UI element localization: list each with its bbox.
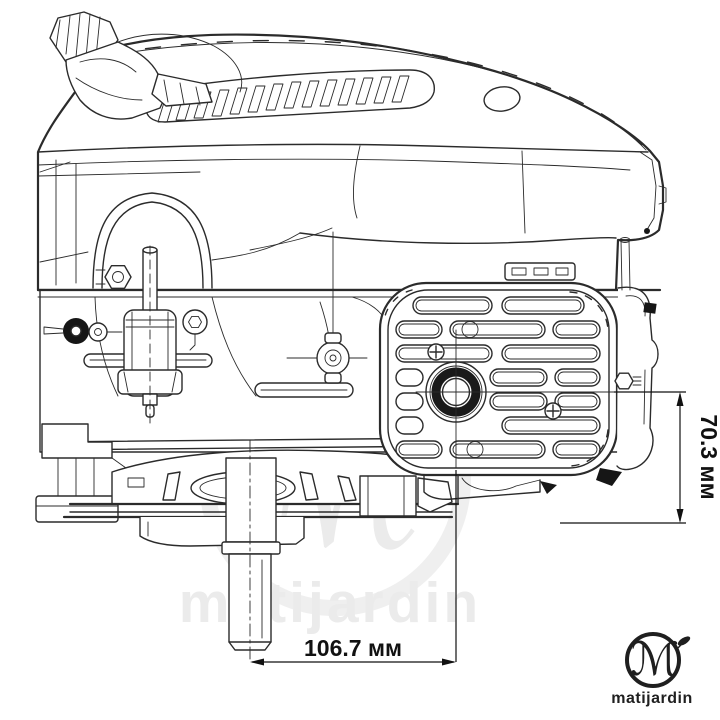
muffler-guard bbox=[378, 281, 619, 500]
corner-hatch bbox=[569, 291, 609, 331]
dimension-width-label: 106.7 мм bbox=[304, 635, 402, 661]
crankshaft bbox=[221, 439, 281, 661]
brand-logo: ℳ matijardin bbox=[611, 632, 692, 707]
engine-drawing bbox=[35, 11, 667, 661]
dimension-height: 70.3 мм bbox=[560, 391, 720, 524]
phillips-screw-2 bbox=[544, 402, 562, 420]
exhaust-outlet-boss bbox=[415, 329, 615, 469]
dimension-height-label: 70.3 мм bbox=[696, 414, 720, 499]
fuel-pump bbox=[117, 245, 183, 429]
top-bracket bbox=[504, 262, 576, 281]
phillips-screw bbox=[427, 343, 445, 361]
spark-plug-boot bbox=[49, 11, 243, 120]
hex-bolt bbox=[95, 265, 132, 289]
dimension-width: 106.7 мм bbox=[250, 470, 457, 666]
watermark-text: matijardin bbox=[179, 571, 481, 635]
engine-shroud-arch bbox=[92, 192, 213, 289]
logo-leaf-stem bbox=[675, 639, 686, 651]
starter-oval bbox=[483, 86, 521, 112]
right-bracket bbox=[504, 237, 659, 486]
cooling-vents bbox=[145, 69, 435, 123]
boss-crosshair bbox=[415, 329, 615, 469]
logo-text: matijardin bbox=[611, 690, 692, 707]
muffler-grille-slots bbox=[395, 296, 601, 459]
logo-monogram: ℳ bbox=[630, 632, 679, 686]
logo-ring bbox=[625, 632, 681, 688]
